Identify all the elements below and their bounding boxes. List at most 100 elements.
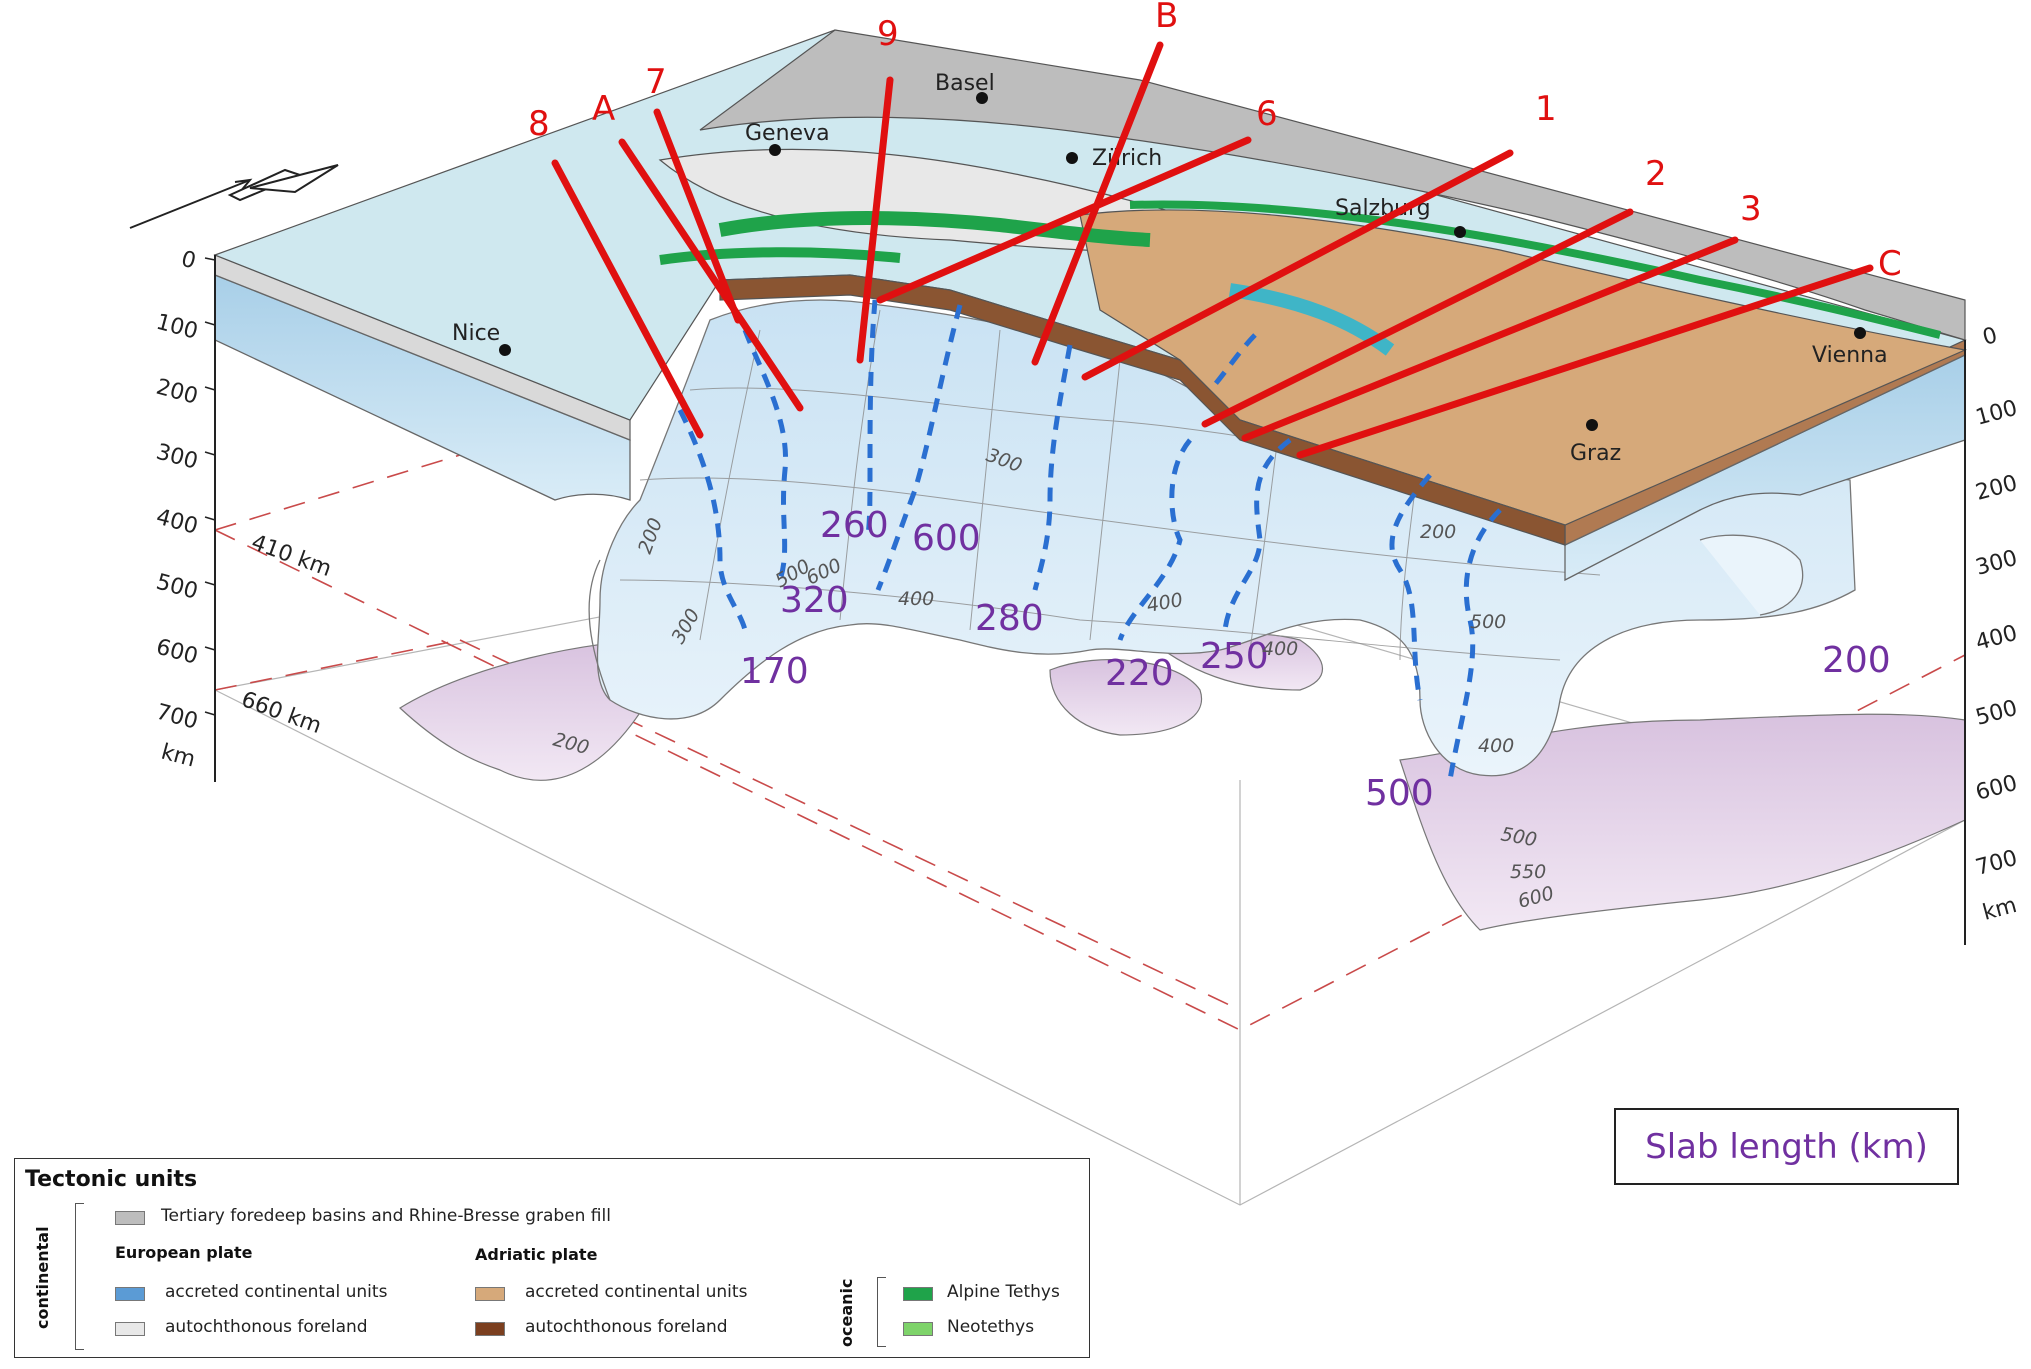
left-axis-tick: 100 <box>153 310 200 345</box>
city-label-vienna: Vienna <box>1812 343 1888 368</box>
profile-label-A: A <box>592 89 615 129</box>
slab-length-500: 500 <box>1365 773 1434 814</box>
city-label-graz: Graz <box>1570 441 1621 466</box>
profile-label-3: 3 <box>1740 189 1762 229</box>
swatch-european-accreted <box>115 1287 145 1301</box>
right-depth-axis: 0 100 200 300 400 500 600 700 km <box>1964 323 2020 945</box>
city-dot-vienna <box>1854 327 1866 339</box>
left-side-wall <box>214 254 631 501</box>
transition-label-410: 410 km <box>248 530 335 582</box>
contour-label: 550 <box>1510 861 1546 883</box>
left-axis-tick: 300 <box>153 440 200 475</box>
slab-length-320: 320 <box>780 580 849 621</box>
slab-length-260: 260 <box>820 505 889 546</box>
right-axis-unit: km <box>1980 893 2019 926</box>
city-dot-nice <box>499 344 511 356</box>
right-axis-tick: 500 <box>1973 696 2020 731</box>
slab-length-labels: 260 600 320 170 280 220 250 500 200 <box>740 505 1891 814</box>
profile-lines <box>551 41 1874 459</box>
city-dot-graz <box>1586 419 1598 431</box>
city-label-basel: Basel <box>935 71 995 96</box>
profile-label-8: 8 <box>528 104 550 144</box>
slab-length-170: 170 <box>740 651 809 692</box>
contour-label: 500 <box>1470 611 1506 633</box>
profile-label-2: 2 <box>1645 154 1667 194</box>
legend-adriatic-foreland: autochthonous foreland <box>525 1317 728 1337</box>
profile-line-9 <box>856 76 894 364</box>
contour-label: 400 <box>1478 735 1514 757</box>
right-axis-tick: 200 <box>1973 471 2020 506</box>
right-axis-tick: 300 <box>1973 546 2020 581</box>
legend-adriatic-accreted: accreted continental units <box>525 1282 748 1302</box>
right-axis-tick: 600 <box>1973 771 2020 806</box>
swatch-european-foreland <box>115 1322 145 1336</box>
slab-length-250: 250 <box>1200 636 1269 677</box>
profile-line-2 <box>1201 208 1634 428</box>
right-axis-tick: 700 <box>1973 846 2020 881</box>
slab-length-280: 280 <box>975 598 1044 639</box>
profile-line-6 <box>876 136 1252 304</box>
city-label-geneva: Geneva <box>745 121 830 146</box>
profile-label-9: 9 <box>877 14 899 54</box>
contour-label: 400 <box>898 588 934 610</box>
profile-label-6: 6 <box>1256 94 1278 134</box>
profile-line-7 <box>653 108 742 324</box>
left-axis-tick: 500 <box>153 570 200 605</box>
slab-traces <box>677 299 1502 781</box>
legend-foredeep: Tertiary foredeep basins and Rhine-Bress… <box>161 1206 611 1226</box>
city-dot-zurich <box>1066 152 1078 164</box>
swatch-alpine-tethys <box>903 1287 933 1301</box>
swatch-neotethys <box>903 1322 933 1336</box>
profile-line-1 <box>1081 149 1514 381</box>
map-surface <box>213 29 1968 546</box>
oceanic-bracket <box>877 1277 886 1347</box>
slab-length-box: Slab length (km) <box>1614 1108 1959 1185</box>
legend-european-heading: European plate <box>115 1243 253 1262</box>
left-axis-tick: 0 <box>178 247 198 275</box>
north-arrow-icon <box>129 164 339 229</box>
profile-line-C <box>1296 264 1874 459</box>
left-axis-tick: 600 <box>153 635 200 670</box>
legend-alpine-tethys: Alpine Tethys <box>947 1282 1060 1302</box>
profile-label-C: C <box>1878 244 1902 284</box>
city-dot-salzburg <box>1454 226 1466 238</box>
left-axis-unit: km <box>158 740 197 773</box>
contour-label: 200 <box>1420 521 1456 543</box>
deep-slab-bodies <box>399 558 1966 931</box>
legend-european-accreted: accreted continental units <box>165 1282 388 1302</box>
left-axis-tick: 200 <box>153 375 200 410</box>
contour-label: 400 <box>1262 638 1298 660</box>
swatch-adriatic-foreland <box>475 1322 505 1336</box>
left-axis-tick: 700 <box>153 700 200 735</box>
transition-label-660: 660 km <box>238 687 325 739</box>
legend-adriatic-heading: Adriatic plate <box>475 1245 598 1264</box>
slab-length-200: 200 <box>1822 640 1891 681</box>
profile-label-B: B <box>1155 0 1178 36</box>
legend: Tectonic units continental Tertiary fore… <box>14 1158 1090 1358</box>
right-axis-tick: 400 <box>1973 621 2020 656</box>
city-label-nice: Nice <box>452 321 500 346</box>
legend-neotethys: Neotethys <box>947 1317 1035 1337</box>
profile-label-7: 7 <box>645 62 667 102</box>
slab-length-600: 600 <box>912 518 981 559</box>
swatch-adriatic-accreted <box>475 1287 505 1301</box>
left-axis-tick: 400 <box>153 505 200 540</box>
legend-oceanic-label: oceanic <box>837 1278 856 1347</box>
profile-labels: 8 A 7 9 B 6 1 2 3 C <box>528 0 1902 284</box>
city-dot-geneva <box>769 144 781 156</box>
slab-length-220: 220 <box>1105 653 1174 694</box>
profile-line-8 <box>551 159 704 439</box>
profile-line-A <box>618 138 804 412</box>
swatch-foredeep <box>115 1211 145 1225</box>
left-depth-axis: 0 100 200 300 400 500 600 700 km <box>153 247 216 782</box>
profile-line-3 <box>1241 236 1739 442</box>
city-label-zurich: Zürich <box>1092 146 1162 171</box>
legend-european-foreland: autochthonous foreland <box>165 1317 368 1337</box>
profile-label-1: 1 <box>1535 89 1557 129</box>
slab-length-box-label: Slab length (km) <box>1645 1126 1928 1167</box>
right-axis-tick: 100 <box>1973 396 2020 431</box>
right-axis-tick: 0 <box>1980 323 2000 351</box>
legend-continental-label: continental <box>33 1226 52 1329</box>
legend-title: Tectonic units <box>25 1167 198 1192</box>
